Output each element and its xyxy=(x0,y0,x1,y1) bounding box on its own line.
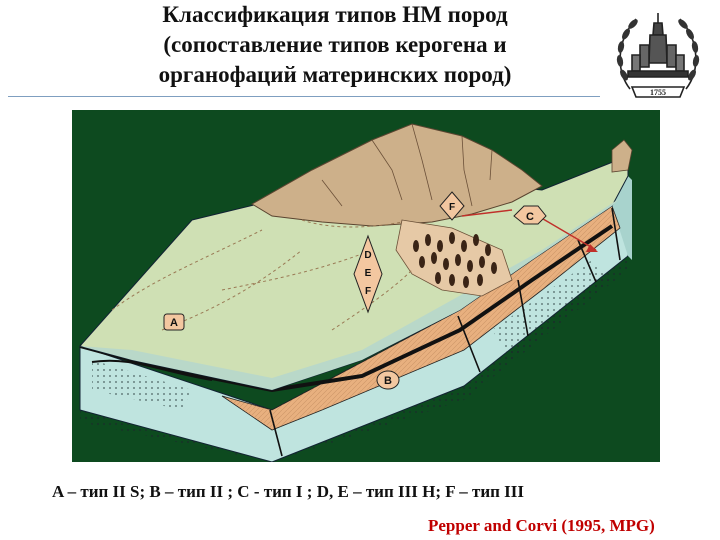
title-line-3: органофаций материнских пород) xyxy=(158,62,512,87)
label-c-badge: C xyxy=(513,205,547,225)
geologic-block-diagram: A B C F D E F xyxy=(72,110,660,462)
svg-text:F: F xyxy=(365,286,371,297)
msu-emblem-logo: 1755 xyxy=(616,13,700,98)
slide-title: Классификация типов НМ пород (сопоставле… xyxy=(40,0,630,90)
svg-text:E: E xyxy=(365,268,372,279)
label-b-badge: B xyxy=(376,370,400,390)
block-diagram-svg: A B C F D E F xyxy=(79,123,633,462)
title-line-1: Классификация типов НМ пород xyxy=(162,2,508,27)
title-underline xyxy=(8,96,600,97)
svg-text:A: A xyxy=(170,317,178,329)
label-def-badge: D E F xyxy=(353,234,383,314)
figure-caption: A – тип II S; B – тип II ; C - тип I ; D… xyxy=(52,482,525,501)
svg-text:C: C xyxy=(526,211,534,223)
label-a-badge: A xyxy=(163,313,185,331)
source-citation: Pepper and Corvi (1995, MPG) xyxy=(428,516,655,535)
svg-text:B: B xyxy=(384,375,392,387)
label-f-badge: F xyxy=(439,191,465,221)
logo-year: 1755 xyxy=(650,88,666,97)
title-line-2: (сопоставление типов керогена и xyxy=(163,32,507,57)
svg-text:F: F xyxy=(449,202,455,213)
svg-text:D: D xyxy=(364,250,371,261)
